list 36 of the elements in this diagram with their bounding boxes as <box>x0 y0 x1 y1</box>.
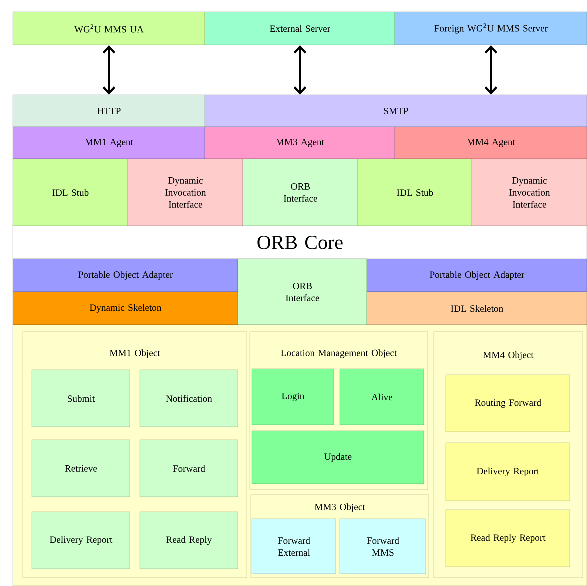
method-box: Delivery Report <box>32 512 130 570</box>
method-box: Forward MMS <box>340 519 426 574</box>
layer-box: ORB Interface <box>243 159 358 226</box>
layer-box: ORB Interface <box>238 259 368 326</box>
layer-box: ORB Core <box>13 226 587 260</box>
double-arrow <box>484 45 498 95</box>
method-box: Forward External <box>252 519 336 574</box>
layer-box: External Server <box>205 12 396 46</box>
method-box: Update <box>252 431 424 484</box>
layer-box: Dynamic Invocation Interface <box>472 159 587 226</box>
method-box: Alive <box>340 369 424 426</box>
layer-box: WG$^{2}$U MMS UA <box>13 12 206 46</box>
layer-box: Portable Object Adapter <box>13 259 238 292</box>
method-box: Login <box>252 369 334 426</box>
layer-box: IDL Stub <box>13 159 128 226</box>
method-box: Read Reply <box>140 512 238 570</box>
method-box: Delivery Report <box>446 443 570 502</box>
layer-box: Dynamic Skeleton <box>13 292 238 326</box>
layer-box: SMTP <box>205 95 587 128</box>
double-arrow <box>102 45 116 95</box>
method-box: Read Reply Report <box>446 510 570 568</box>
layer-box: Dynamic Invocation Interface <box>128 159 244 226</box>
method-box: Retrieve <box>32 440 130 498</box>
layer-box: Portable Object Adapter <box>367 259 587 292</box>
layer-box: MM1 Agent <box>13 127 206 160</box>
method-box: Forward <box>140 440 238 498</box>
method-box: Submit <box>32 370 130 428</box>
method-box: Notification <box>140 370 238 428</box>
layer-box: MM3 Agent <box>205 127 396 160</box>
double-arrow <box>294 45 307 95</box>
layer-box: MM4 Agent <box>395 127 587 160</box>
layer-box: IDL Skeleton <box>367 292 587 326</box>
layer-box: IDL Stub <box>358 159 472 226</box>
layer-box: Foreign WG$^{2}$U MMS Server <box>395 12 587 46</box>
method-box: Routing Forward <box>446 375 570 432</box>
layer-box: HTTP <box>13 95 206 128</box>
